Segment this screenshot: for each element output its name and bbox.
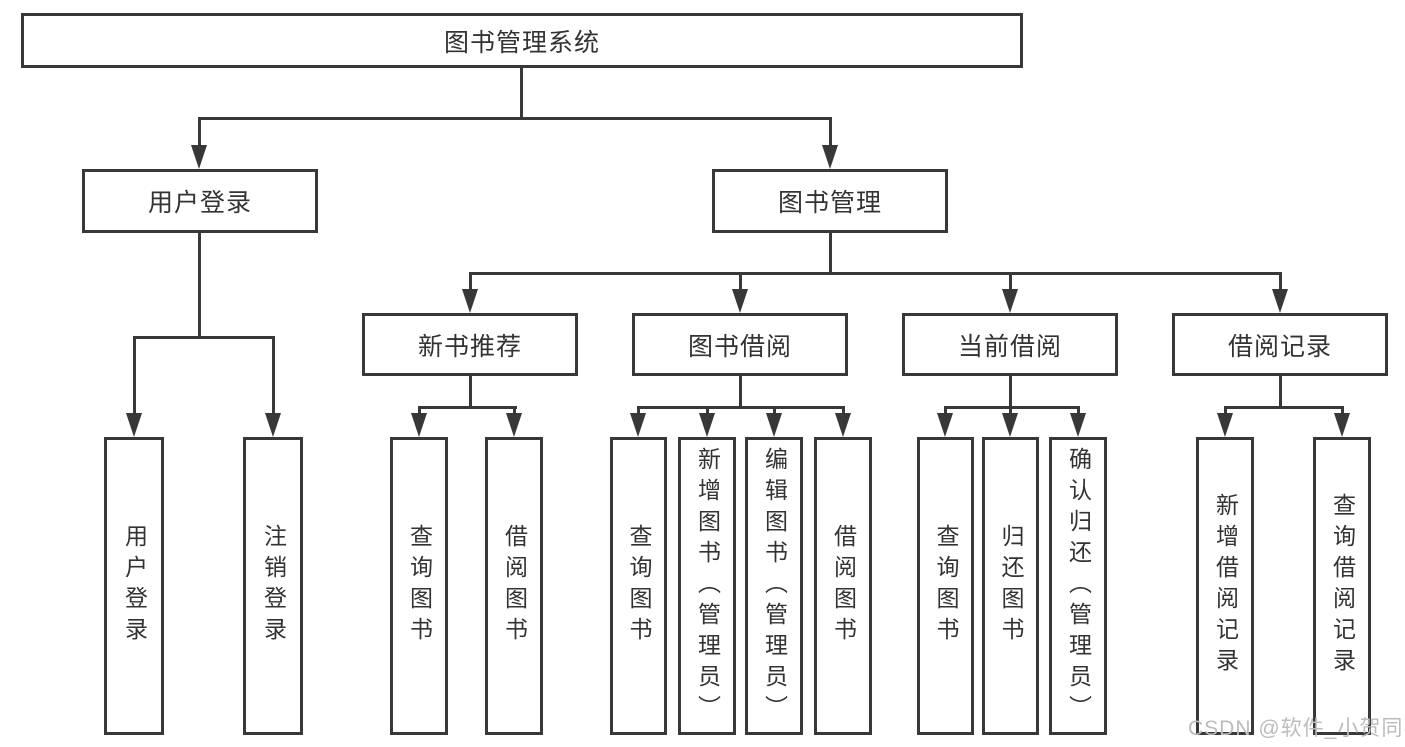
arrowhead-cb-return [1002, 413, 1018, 437]
connector-current-borrow-drop [1009, 376, 1012, 409]
connector-drop-cb-confirm [1077, 406, 1080, 418]
node-bb-query-book-label: 查询图书 [626, 524, 652, 648]
node-book-mgmt-label: 图书管理 [777, 189, 882, 217]
arrowhead-book-mgmt [822, 145, 838, 169]
arrowhead-cb-query [937, 413, 953, 437]
arrowhead-book-borrow [732, 289, 748, 313]
connector-root-drop [520, 68, 523, 120]
node-bb-borrow-book-label: 借阅图书 [830, 524, 857, 648]
node-nbr-query-book-label: 查询图书 [406, 524, 433, 648]
node-cb-confirm-return-label: 确认归还（管理员） [1065, 446, 1092, 726]
connector-borrow-records-drop [1279, 376, 1282, 409]
connector-user-login-drop [198, 233, 201, 339]
node-cb-confirm-return: 确认归还（管理员） [1049, 437, 1107, 735]
node-cb-query-book: 查询图书 [917, 437, 974, 735]
node-cb-query-book-label: 查询图书 [933, 524, 959, 648]
arrowhead-nbr-borrow [506, 413, 522, 437]
node-ul-logout-label: 注销登录 [260, 524, 287, 648]
connector-drop-ul-user-login [133, 336, 136, 416]
connector-drop-book-mgmt [829, 117, 832, 149]
node-bb-edit-book-label: 编辑图书（管理员） [761, 446, 788, 726]
connector-drop-cb-return [1009, 406, 1012, 418]
connector-drop-br-query [1341, 406, 1344, 418]
node-book-borrow: 图书借阅 [632, 313, 848, 376]
arrowhead-ul-logout [265, 413, 281, 437]
connector-drop-nbr-borrow [513, 406, 516, 418]
node-bb-add-book-label: 新增图书（管理员） [694, 446, 721, 726]
connector-split-current-borrow [944, 406, 1080, 409]
node-current-borrow-label: 当前借阅 [957, 332, 1062, 361]
node-user-login: 用户登录 [82, 169, 318, 233]
node-book-borrow-label: 图书借阅 [687, 332, 792, 361]
node-nbr-borrow-book-label: 借阅图书 [501, 524, 528, 648]
connector-drop-bb-edit [773, 406, 776, 418]
connector-drop-bb-borrow [842, 406, 845, 418]
connector-drop-user-login [198, 117, 201, 149]
connector-split-borrow-records [1224, 406, 1344, 409]
node-root: 图书管理系统 [21, 13, 1023, 68]
connector-split-level3 [469, 272, 1282, 275]
arrowhead-bb-query [630, 413, 646, 437]
arrowhead-nbr-query [411, 413, 427, 437]
connector-split-new-book-rec [418, 406, 517, 409]
connector-drop-cb-query [944, 406, 947, 418]
node-new-book-rec-label: 新书推荐 [417, 332, 522, 361]
arrowhead-bb-borrow [835, 413, 851, 437]
node-user-login-label: 用户登录 [147, 189, 252, 217]
node-bb-query-book: 查询图书 [610, 437, 667, 735]
node-borrow-records: 借阅记录 [1172, 313, 1388, 376]
node-bb-edit-book: 编辑图书（管理员） [745, 437, 803, 735]
arrowhead-borrow-records [1272, 289, 1288, 313]
connector-drop-bb-add [706, 406, 709, 418]
arrowhead-new-book-rec [462, 289, 478, 313]
node-nbr-query-book: 查询图书 [390, 437, 448, 735]
connector-drop-nbr-query [418, 406, 421, 418]
connector-drop-book-borrow [739, 272, 742, 292]
node-br-query-record-label: 查询借阅记录 [1329, 493, 1356, 679]
node-ul-user-login-label: 用户登录 [121, 524, 148, 648]
node-bb-borrow-book: 借阅图书 [814, 437, 872, 735]
node-br-add-record-label: 新增借阅记录 [1212, 493, 1239, 679]
node-br-query-record: 查询借阅记录 [1313, 437, 1371, 735]
node-bb-add-book: 新增图书（管理员） [678, 437, 736, 735]
arrowhead-current-borrow [1002, 289, 1018, 313]
connector-drop-current-borrow [1009, 272, 1012, 292]
node-br-add-record: 新增借阅记录 [1196, 437, 1254, 735]
arrowhead-ul-user-login [126, 413, 142, 437]
csdn-watermark: CSDN @软件_小贺同学 [1188, 717, 1405, 740]
connector-split-user-login [133, 336, 275, 339]
arrowhead-br-add [1217, 413, 1233, 437]
connector-drop-br-add [1224, 406, 1227, 418]
arrowhead-cb-confirm [1070, 413, 1086, 437]
node-book-mgmt: 图书管理 [712, 169, 948, 233]
node-root-label: 图书管理系统 [443, 28, 600, 57]
node-borrow-records-label: 借阅记录 [1227, 332, 1332, 361]
connector-drop-bb-query [637, 406, 640, 418]
connector-book-borrow-drop [739, 376, 742, 409]
connector-drop-ul-logout [272, 336, 275, 416]
connector-drop-borrow-records [1279, 272, 1282, 292]
connector-split-book-borrow [637, 406, 845, 409]
node-ul-logout: 注销登录 [243, 437, 303, 735]
arrowhead-bb-add [699, 413, 715, 437]
arrowhead-user-login [191, 145, 207, 169]
node-current-borrow: 当前借阅 [902, 313, 1118, 376]
node-new-book-rec: 新书推荐 [362, 313, 578, 376]
connector-split-level2 [198, 117, 832, 120]
node-cb-return-book-label: 归还图书 [998, 524, 1024, 648]
arrowhead-bb-edit [766, 413, 782, 437]
connector-drop-new-book-rec [469, 272, 472, 292]
connector-book-mgmt-drop [829, 233, 832, 275]
node-nbr-borrow-book: 借阅图书 [485, 437, 543, 735]
arrowhead-br-query [1334, 413, 1350, 437]
connector-new-book-rec-drop [469, 376, 472, 409]
node-ul-user-login: 用户登录 [104, 437, 164, 735]
node-cb-return-book: 归还图书 [982, 437, 1039, 735]
